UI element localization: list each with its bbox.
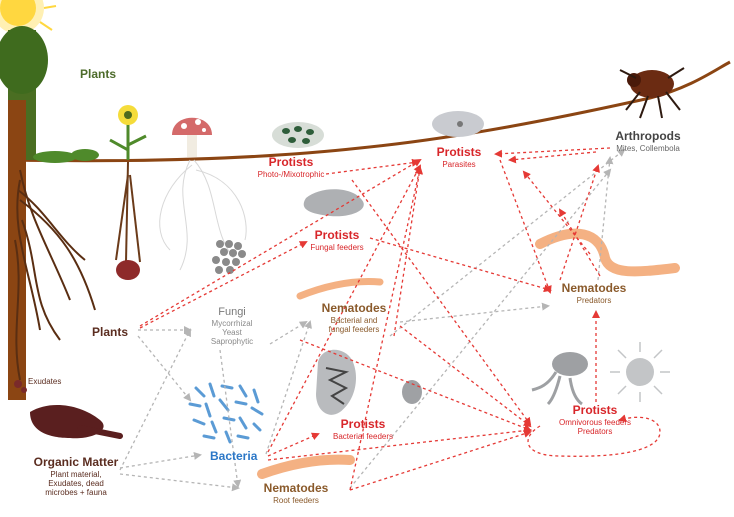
amoeba-icon [531,342,670,406]
protists-fungal-title: Protists [314,228,360,242]
fungi-title: Fungi [218,306,246,318]
fungi-sub-3: Saprophytic [210,337,254,347]
nematodes-predators-title: Nematodes [561,281,627,295]
protists-bacterial-sub: Bacterial feeders [332,431,394,441]
organic-matter-sub-3: microbes + fauna [45,488,107,498]
plants-top-label: Plants [80,67,117,82]
soil-surface-line [9,60,731,163]
fungi-spores-icon [212,240,246,274]
arthropods-sub: Mites, Collembola [616,143,680,153]
nematodes-root-label: Nematodes Root feeders [254,481,338,505]
bacteria-title: Bacteria [210,449,258,463]
organic-matter-sub-1: Plant material, [50,469,102,479]
exudates-label: Exudates [28,377,61,386]
protists-bacterial-title: Protists [340,417,386,431]
arrow [494,147,611,158]
arrow [119,452,202,469]
arrow [399,302,550,323]
protists-fungal-sub: Fungal feeders [310,242,364,252]
arrow [369,237,552,293]
protists-photo-label: Protists Photo-/Mixotrophic [242,155,340,179]
plants-mid-label: Plants [92,325,129,340]
arrow [351,179,532,426]
nematode-icon [296,278,384,300]
arrow [349,168,612,489]
protists-omni-sub-2: Predators [577,426,613,436]
algae-icon [272,122,324,148]
arthropods-label: Arthropods Mites, Collembola [596,129,700,153]
protists-parasites-label: Protists Parasites [424,145,494,169]
exudates-title: Exudates [28,377,62,386]
protists-bacterial-label: Protists Bacterial feeders [322,417,404,441]
bacteria-icon [188,382,264,444]
arrow [269,320,308,345]
arthropods-title: Arthropods [615,129,681,143]
protists-photo-title: Protists [268,155,314,169]
nematodes-bact-fungal-sub-1: Bacterial and [330,315,378,325]
arrow [137,335,192,402]
organic-matter-title: Organic Matter [33,455,119,469]
fungi-sub-2: Yeast [222,327,242,337]
organic-matter-sub-2: Exudates, dead [48,478,104,488]
arrow [119,473,240,492]
arrow [265,320,312,455]
fungi-sub-1: Mycorrhizal [211,318,253,328]
protists-omni-label: Protists Omnivorous feeders Predators [548,403,642,436]
mushroom-icon [159,117,247,271]
arrow [508,151,597,164]
arrow [559,164,600,281]
sun-icon [0,0,57,47]
nematodes-bact-fungal-title: Nematodes [321,301,387,315]
arrow [349,166,423,491]
nematodes-root-sub: Root feeders [273,495,319,505]
protists-fungal-label: Protists Fungal feeders [300,228,374,252]
nematodes-bact-fungal-label: Nematodes Bacterial and fungal feeders [312,301,396,334]
protists-parasites-title: Protists [436,145,482,159]
nematode-icon [257,454,355,479]
arrow [119,328,191,471]
nematodes-predators-sub: Predators [576,295,612,305]
arrow [349,430,532,491]
plants-mid-title: Plants [92,325,129,339]
arrow [499,159,552,294]
arrow [399,325,532,428]
fungi-label: Fungi Mycorrhizal Yeast Saprophytic [200,306,264,346]
organic-matter-icon [14,380,123,439]
nematodes-predators-label: Nematodes Predators [552,281,636,305]
nematodes-bact-fungal-sub-2: fungal feeders [328,324,380,334]
arrow [597,156,614,281]
arrow [393,166,424,337]
organic-matter-label: Organic Matter Plant material, Exudates,… [12,455,140,498]
arrow [389,148,626,337]
flower-icon [109,105,147,280]
protists-photo-sub: Photo-/Mixotrophic [257,169,325,179]
arrow [267,432,320,457]
arrow [267,426,532,461]
red-arrows [139,147,661,491]
protists-omni-title: Protists [572,403,618,417]
mite-icon [619,67,685,119]
nematode-icon [535,228,680,277]
arrow [139,158,422,327]
arrow [558,208,601,277]
nematodes-root-title: Nematodes [263,481,329,495]
arrow [299,339,532,432]
protists-parasites-sub: Parasites [442,159,476,169]
protists-omni-sub-1: Omnivorous feeders [558,417,632,427]
arrow [139,241,308,329]
bacteria-label: Bacteria [210,449,258,464]
amoeba-icon [316,349,422,415]
tree-icon [0,26,99,400]
protist-icon [432,111,484,137]
fungal-protist-icon [303,189,364,217]
arrow [527,414,661,457]
grey-arrows [119,148,626,492]
plants-top-title: Plants [80,67,117,81]
arrow [219,349,242,488]
